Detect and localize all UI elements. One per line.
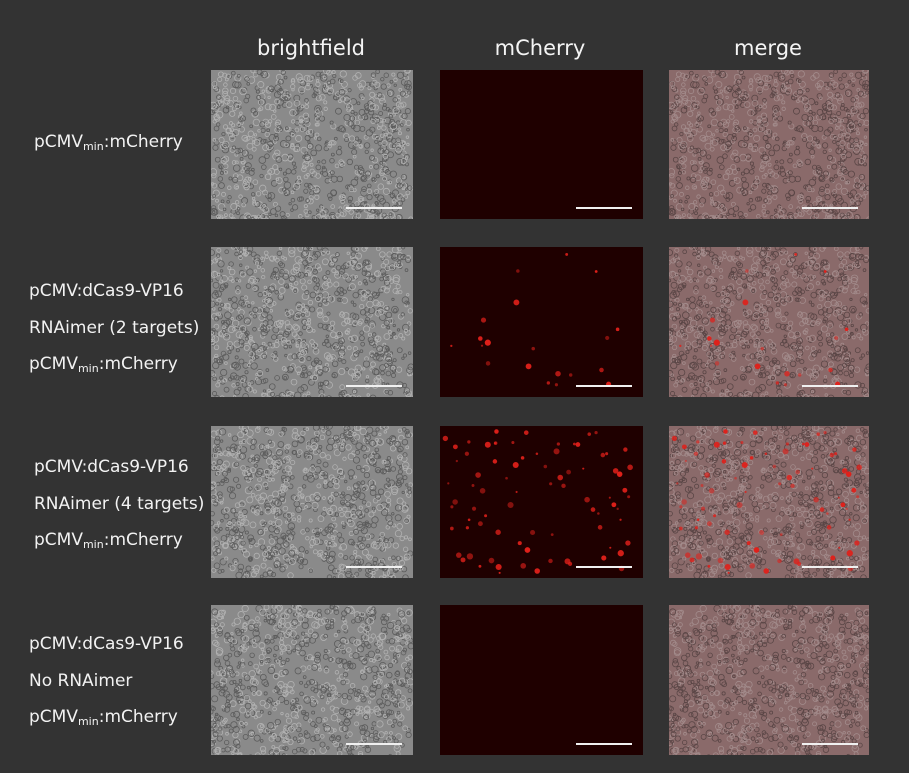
- row-label-line: pCMVmin:mCherry: [34, 132, 183, 153]
- panel-merge-row-3: [669, 426, 869, 578]
- column-header-merge: merge: [734, 36, 802, 60]
- row-label-line: pCMV:dCas9-VP16: [29, 281, 184, 301]
- scale-bar: [576, 743, 632, 745]
- panel-merge-row-2: [669, 247, 869, 397]
- row-label-line: pCMVmin:mCherry: [29, 354, 178, 375]
- scale-bar: [802, 385, 858, 387]
- row-label-line: RNAimer (4 targets): [34, 494, 205, 514]
- scale-bar: [346, 743, 402, 745]
- scale-bar: [802, 207, 858, 209]
- scale-bar: [346, 566, 402, 568]
- panel-mcherry-row-2: [440, 247, 643, 397]
- row-label-line: No RNAimer: [29, 671, 133, 691]
- panel-mcherry-row-3: [440, 426, 643, 578]
- panel-merge-row-4: [669, 605, 869, 755]
- micrograph-mcherry: [440, 247, 643, 397]
- micrograph-brightfield: [211, 605, 413, 755]
- column-header-mcherry: mCherry: [494, 36, 586, 60]
- row-label-line: pCMV:dCas9-VP16: [29, 634, 184, 654]
- scale-bar: [576, 566, 632, 568]
- panel-brightfield-row-3: [211, 426, 413, 578]
- row-label-line: RNAimer (2 targets): [29, 318, 200, 338]
- micrograph-mcherry: [440, 70, 643, 219]
- micrograph-brightfield: [211, 426, 413, 578]
- row-label-line: pCMVmin:mCherry: [34, 530, 183, 551]
- row-label-line: pCMV:dCas9-VP16: [34, 457, 189, 477]
- panel-brightfield-row-1: [211, 70, 413, 219]
- micrograph-mcherry: [440, 605, 643, 755]
- micrograph-merge: [669, 247, 869, 397]
- scale-bar: [802, 743, 858, 745]
- micrograph-mcherry: [440, 426, 643, 578]
- row-label-line: pCMVmin:mCherry: [29, 707, 178, 728]
- micrograph-merge: [669, 605, 869, 755]
- scale-bar: [802, 566, 858, 568]
- micrograph-merge: [669, 70, 869, 219]
- scale-bar: [576, 385, 632, 387]
- panel-mcherry-row-4: [440, 605, 643, 755]
- panel-mcherry-row-1: [440, 70, 643, 219]
- scale-bar: [346, 207, 402, 209]
- micrograph-merge: [669, 426, 869, 578]
- panel-brightfield-row-2: [211, 247, 413, 397]
- scale-bar: [576, 207, 632, 209]
- scale-bar: [346, 385, 402, 387]
- micrograph-brightfield: [211, 247, 413, 397]
- panel-merge-row-1: [669, 70, 869, 219]
- micrograph-brightfield: [211, 70, 413, 219]
- column-header-brightfield: brightfield: [257, 36, 365, 60]
- panel-brightfield-row-4: [211, 605, 413, 755]
